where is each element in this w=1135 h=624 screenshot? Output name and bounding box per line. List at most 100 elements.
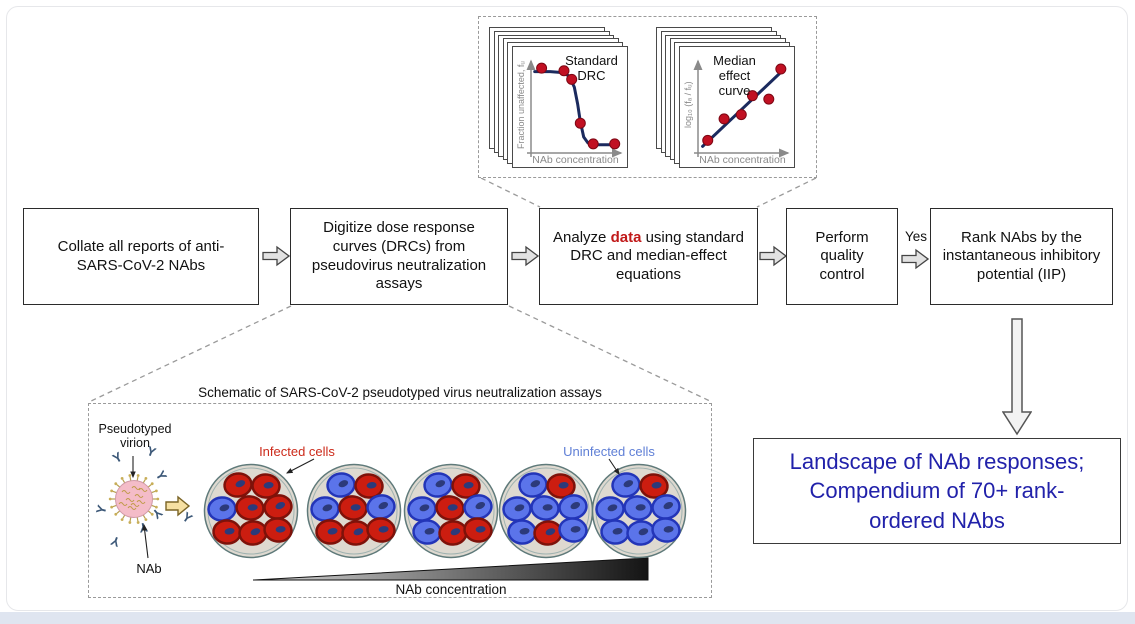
virion-rna-squiggle <box>125 498 135 502</box>
infected-cell <box>338 495 368 521</box>
virion-spike <box>129 517 132 522</box>
median-effect-page-stack: log₁₀ (fₐ / fᵤ) NAb concentration Median… <box>656 27 802 173</box>
virion-spike-tip <box>144 518 148 522</box>
flow-box-label: Analyze data using standard DRC and medi… <box>553 229 745 285</box>
virion-rna-squiggle <box>134 494 144 498</box>
chart-title: Median effect curve <box>713 53 756 98</box>
data-point <box>735 109 747 121</box>
flow-arrow-icon <box>511 245 539 267</box>
infected-cell <box>546 473 576 499</box>
nab-concentration-label: NAb concentration <box>395 582 507 597</box>
median-effect-chart: log₁₀ (fₐ / fᵤ) NAb concentration Median… <box>678 46 795 168</box>
virion-rna-squiggle <box>121 490 131 494</box>
flow-box-label: Rank NAbs by the instantaneous inhibitor… <box>942 228 1101 283</box>
uninfected-cell <box>530 495 560 521</box>
uninfected-cell <box>558 517 588 543</box>
virion-spike-tip <box>136 521 140 524</box>
infected-cell <box>639 473 669 499</box>
virion-spike-tip <box>128 521 132 524</box>
virion-spike <box>136 476 139 481</box>
uninfected-cell <box>412 519 442 545</box>
data-point <box>762 93 774 105</box>
virion-rna-squiggle <box>138 488 148 492</box>
virion-spike <box>112 490 117 494</box>
virion-spike <box>122 514 126 519</box>
pseudotyped-virion-icon <box>108 474 160 524</box>
data-point <box>701 134 713 146</box>
standard-drc-chart: Fraction unaffected, fᵤ NAb concentratio… <box>511 46 628 168</box>
schematic-title: Schematic of SARS-CoV-2 pseudotyped viru… <box>198 385 602 400</box>
result-line: Compendium of 70+ rank- <box>809 478 1065 504</box>
virion-spike-tip <box>154 489 158 493</box>
data-point <box>718 113 730 125</box>
infected-cell <box>451 473 481 499</box>
standard-drc-plot <box>526 59 622 158</box>
virion-spike <box>142 479 146 484</box>
uninfected-cell <box>507 519 537 545</box>
assay-well <box>498 463 594 559</box>
assay-well <box>203 463 299 559</box>
flow-box-label: Collate all reports of anti-SARS-CoV-2 N… <box>57 237 225 274</box>
uninfected-cell <box>623 495 653 521</box>
virion-spike-tip <box>156 497 160 501</box>
virion-spike-tip <box>114 512 118 516</box>
virion-spike-tip <box>144 476 148 480</box>
flow-box-digitize: Digitize dose response curves (DRCs) fro… <box>290 208 508 305</box>
virion-spike-tip <box>108 497 112 501</box>
virion-spike <box>116 510 121 514</box>
virion-spike-tip <box>154 505 158 509</box>
virion-rna-squiggle <box>118 502 128 506</box>
infected-cell <box>341 520 371 546</box>
virion-spike-tip <box>120 476 124 480</box>
standard-drc-page-stack: Fraction unaffected, fᵤ NAb concentratio… <box>489 27 635 173</box>
virion-spike-tip <box>110 505 114 509</box>
y-axis-label: Fraction unaffected, fᵤ <box>515 61 526 149</box>
data-point <box>587 138 599 150</box>
assay-well <box>306 463 402 559</box>
bottom-strip <box>0 612 1135 624</box>
chart-title: Standard DRC <box>565 53 618 83</box>
virion-spike <box>129 476 132 481</box>
virion-rna-squiggle <box>127 506 137 510</box>
infected-cell <box>435 495 465 521</box>
infected-cell <box>263 494 293 520</box>
pseudotyped-virion-label: Pseudotyped virion <box>98 422 172 451</box>
virion-spike-tip <box>120 518 124 522</box>
data-point <box>535 62 547 74</box>
virion-rna-squiggle <box>130 503 140 507</box>
uninfected-cells-label: Uninfected cells <box>563 444 655 459</box>
flow-box-analyze: Analyze data using standard DRC and medi… <box>539 208 758 305</box>
infected-cell <box>263 517 293 543</box>
label-prefix: Analyze <box>553 228 611 246</box>
result-line: ordered NAbs <box>869 507 1005 533</box>
virion-spike-tip <box>136 474 140 477</box>
virion-spike <box>116 484 121 488</box>
flow-box-collate: Collate all reports of anti-SARS-CoV-2 N… <box>23 208 259 305</box>
virion-spike <box>151 490 156 494</box>
infected-cell <box>223 472 253 498</box>
virion-spike <box>147 510 152 514</box>
label-highlight-data: data <box>610 228 642 246</box>
down-arrow-icon <box>1002 318 1032 436</box>
flow-box-label: Digitize dose response curves (DRCs) fro… <box>311 219 487 293</box>
infected-cell <box>533 520 563 546</box>
uninfected-cell <box>626 520 656 546</box>
virion-spike <box>142 514 146 519</box>
uninfected-cell <box>326 472 356 498</box>
yellow-arrow-icon <box>165 495 191 517</box>
flow-box-rank: Rank NAbs by the instantaneous inhibitor… <box>930 208 1113 305</box>
label-suffix: using standard DRC and median-effect equ… <box>570 228 744 283</box>
uninfected-cell <box>518 472 548 498</box>
median-effect-plot <box>693 59 789 158</box>
uninfected-cell <box>611 472 641 498</box>
infected-cell <box>366 517 396 543</box>
annotation-arrows <box>130 456 620 559</box>
virion-spike <box>122 479 126 484</box>
yes-label: Yes <box>904 229 928 244</box>
flow-box-label: Perform quality control <box>815 228 869 283</box>
flow-arrow-icon <box>759 245 787 267</box>
infected-cell <box>235 495 265 521</box>
result-box: Landscape of NAb responses; Compendium o… <box>753 438 1121 544</box>
infected-cell <box>251 473 281 499</box>
